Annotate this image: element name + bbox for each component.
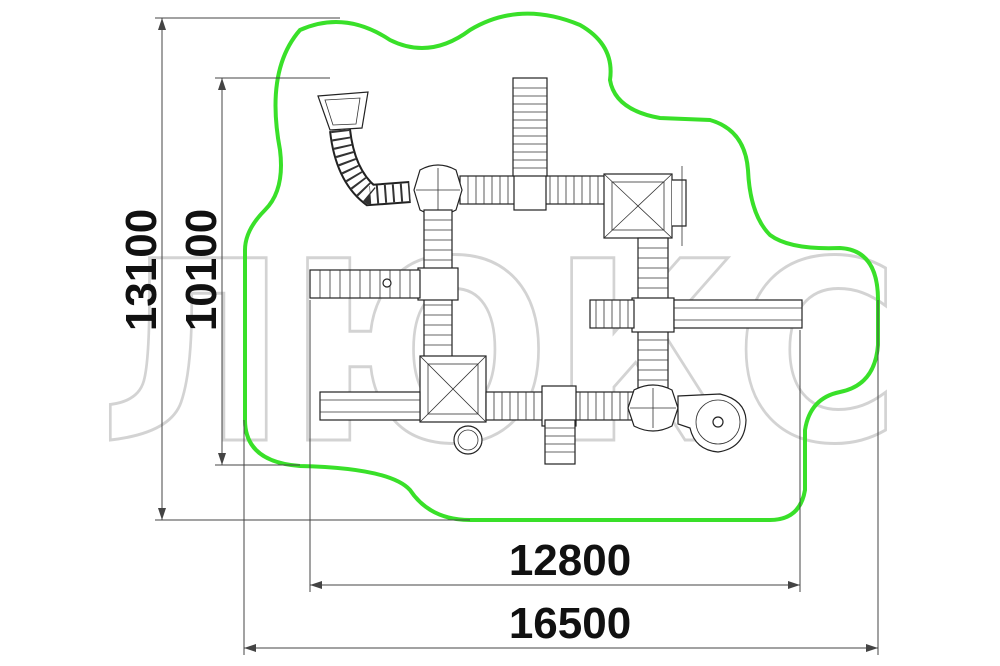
dimension-lines — [155, 17, 879, 655]
outer-width-label: 16500 — [509, 599, 631, 648]
watermark-logo: ЛЮКС — [99, 207, 902, 501]
inner-height-label: 10100 — [177, 209, 226, 331]
junction-top-left — [413, 164, 463, 216]
tube-slide — [317, 91, 411, 207]
tower-top-right — [603, 166, 687, 246]
bottom-left-slide — [319, 391, 421, 421]
left-ladder — [309, 269, 421, 299]
svg-text:ЛЮКС: ЛЮКС — [100, 208, 900, 499]
junction-bottom-right — [627, 384, 679, 432]
top-bridge — [459, 169, 606, 211]
right-vertical-bridge — [631, 237, 675, 389]
left-vertical-bridge — [417, 209, 459, 361]
tower-bottom-left — [419, 355, 487, 455]
right-slides — [589, 299, 803, 329]
top-ladder — [512, 77, 548, 177]
spiral-slide — [677, 393, 747, 453]
outer-height-label: 13100 — [117, 209, 166, 331]
playground-structure — [309, 77, 803, 465]
bottom-ladder — [544, 419, 576, 465]
inner-width-label: 12800 — [509, 536, 631, 585]
